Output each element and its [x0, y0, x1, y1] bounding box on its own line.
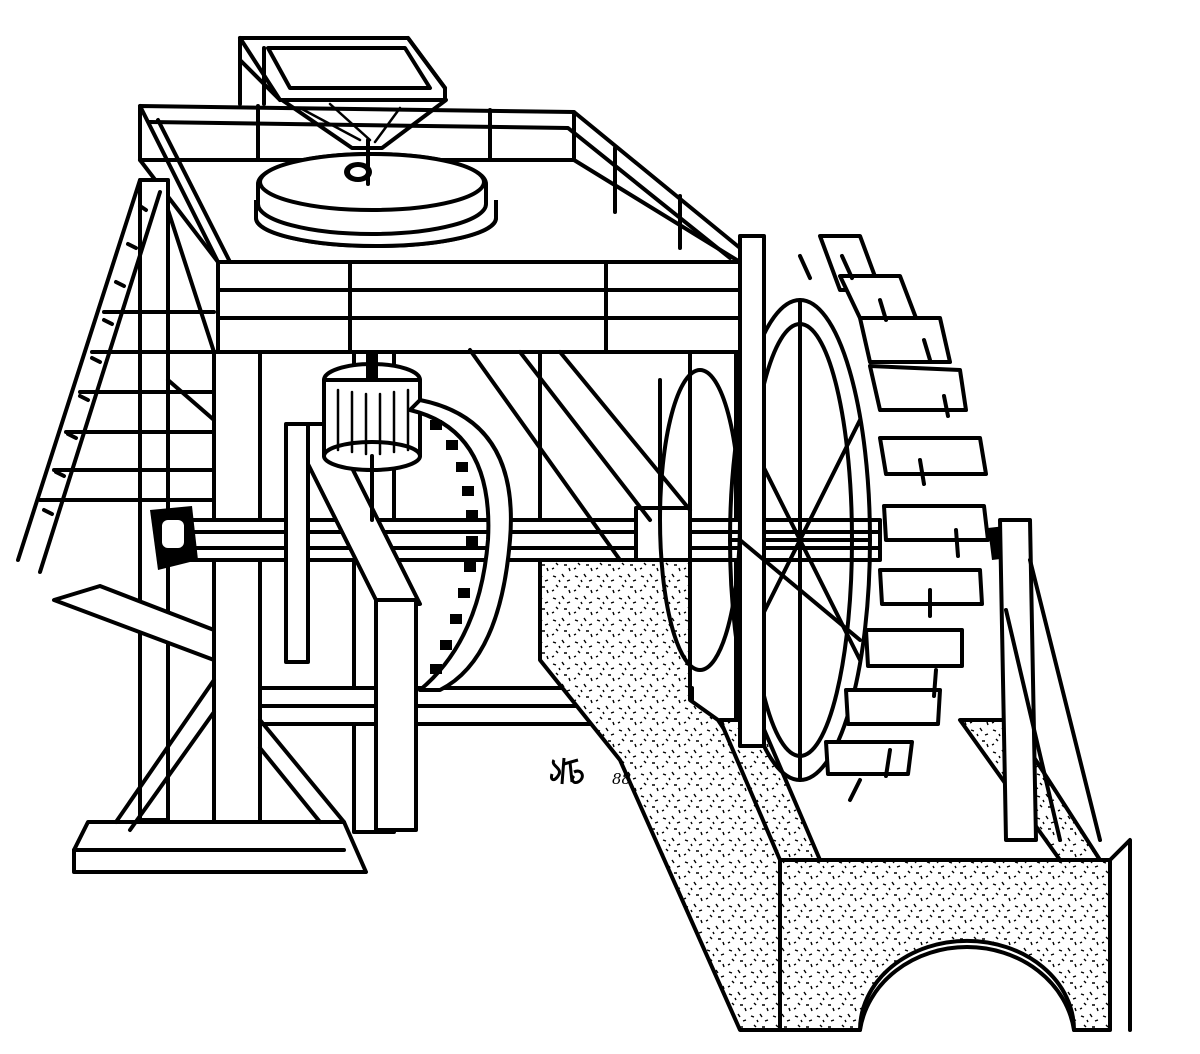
internal-braces — [468, 348, 862, 642]
millstones — [254, 138, 498, 248]
water-wheel — [658, 234, 1102, 842]
grain-hopper — [238, 36, 448, 150]
ladder — [16, 178, 216, 574]
signature-year: 88 — [612, 770, 632, 788]
water-channel — [538, 558, 1132, 1032]
gear-works — [284, 352, 513, 832]
artist-signature — [550, 757, 584, 785]
